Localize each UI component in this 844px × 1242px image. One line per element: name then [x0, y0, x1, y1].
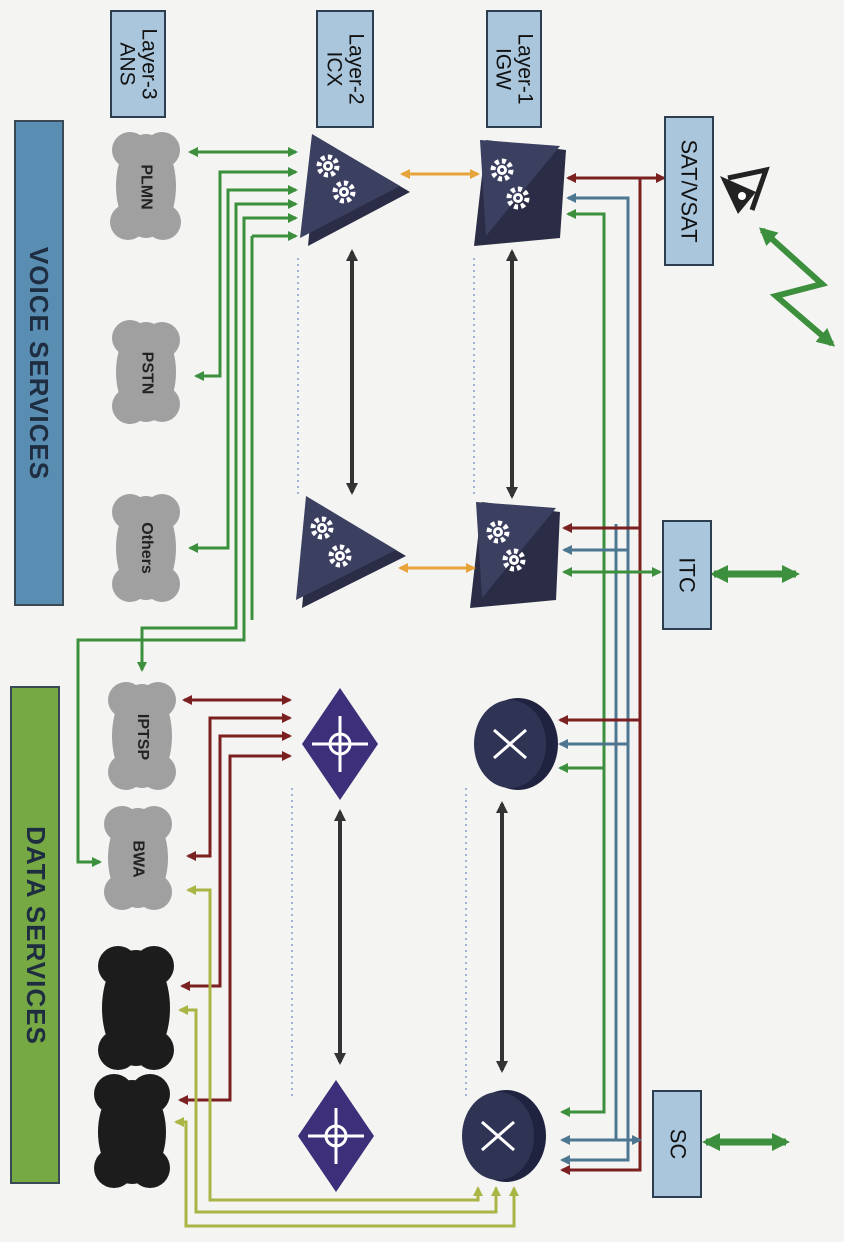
plmn-label-box: PLMN [116, 150, 176, 224]
sc-label: SC [665, 1128, 690, 1160]
green-voice-links [76, 147, 298, 867]
bwa-label: BWA [129, 840, 147, 878]
data-services-band: DATA SERVICES [10, 686, 60, 1184]
orange-links [398, 169, 480, 573]
icx-switch-1 [300, 134, 410, 246]
igw-switch-1 [474, 140, 566, 246]
wireless-link-icon [759, 227, 836, 347]
voice-services-band: VOICE SERVICES [14, 120, 64, 606]
layer-3-ans-box: Layer-3 ANS [110, 10, 166, 118]
others-label-box: Others [116, 510, 176, 586]
igw-switch-2 [470, 502, 560, 608]
bwa-label-box: BWA [108, 822, 168, 896]
cloud-redacted-2 [94, 1074, 170, 1188]
itc-box: ITC [662, 520, 712, 630]
icx-switch-2 [296, 496, 406, 608]
layer-2-icx-box: Layer-2 ICX [316, 10, 374, 128]
pstn-label: PSTN [137, 351, 155, 395]
igw-trunk-links [558, 173, 666, 1175]
sat-vsat-label: SAT/VSAT [677, 139, 702, 243]
satellite-dish-icon [720, 166, 770, 214]
igw-router-2 [462, 1090, 546, 1182]
vertical-links [334, 249, 518, 1073]
plmn-label: PLMN [137, 164, 155, 210]
external-arrows [702, 565, 800, 1151]
others-label: Others [137, 522, 155, 574]
igw-router-1 [474, 698, 558, 790]
itc-label: ITC [674, 557, 700, 593]
iptsp-label-box: IPTSP [112, 700, 172, 774]
pstn-label-box: PSTN [116, 336, 176, 410]
data-switch-1 [302, 688, 378, 800]
dotted-separators [291, 258, 475, 1096]
sc-box: SC [652, 1090, 702, 1198]
layer-1-igw-box: Layer-1 IGW [486, 10, 542, 128]
sat-vsat-box: SAT/VSAT [664, 116, 714, 266]
iptsp-label: IPTSP [133, 713, 151, 761]
olive-links [174, 885, 519, 1228]
cloud-redacted-1 [98, 946, 174, 1070]
data-switch-2 [298, 1080, 374, 1192]
